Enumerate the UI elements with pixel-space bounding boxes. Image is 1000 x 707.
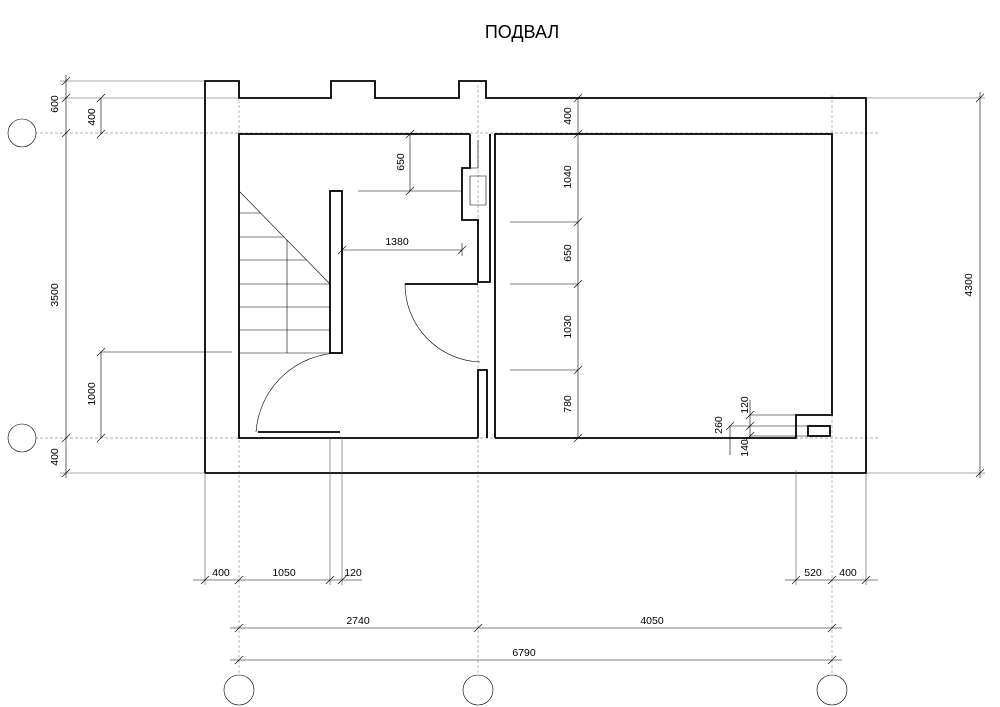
dim-total-2740: 2740 [346,615,370,627]
stair-wall [329,190,343,354]
door-middle [404,283,481,363]
dim-bottom-1050: 1050 [272,567,296,579]
left-room-wall [238,133,478,439]
dim-total-6790: 6790 [512,647,536,659]
right-room-wall [494,133,833,439]
dimension-ticks [61,76,985,665]
axis-bubble-bottom-3 [816,674,848,706]
axis-lines [20,85,880,690]
dim-small-120: 120 [739,396,751,414]
partition-upper [461,134,491,283]
axis-bubble-bottom-1 [223,674,255,706]
plan-title: ПОДВАЛ [485,22,559,42]
dim-left-3500: 3500 [49,283,61,307]
dim-mid-400: 400 [562,107,574,125]
dimension-labels: 600 400 3500 1000 400 4300 650 1380 400 … [49,95,975,659]
dim-bottom-120: 120 [344,567,362,579]
bottom-dimension-chains [193,438,878,661]
axis-bubble-top-left [7,118,37,148]
partition-niche [470,140,479,169]
dim-mid-780: 780 [562,395,574,413]
axis-bubble-bottom-left [7,423,37,453]
dim-left-600: 600 [49,95,61,113]
dim-bottom-400-left: 400 [212,567,230,579]
door-left [255,352,341,433]
interior-guides [101,97,810,455]
dim-left-1000: 1000 [86,382,98,406]
stairs [238,190,331,354]
dim-inner-1380: 1380 [385,236,409,248]
dim-small-260: 260 [713,416,725,434]
partition-niche-2 [469,175,487,206]
right-dimension [866,92,985,478]
axis-bubble-bottom-2 [462,674,494,706]
left-dimension-chain [60,75,239,478]
vent-box [807,425,831,437]
partition-lower [477,369,488,438]
dim-right-4300: 4300 [963,273,975,297]
dim-bottom-520: 520 [804,567,822,579]
dim-left-400-top: 400 [86,108,98,126]
dim-mid-1040: 1040 [562,165,574,189]
dim-total-4050: 4050 [640,615,664,627]
dim-bottom-400-right: 400 [839,567,857,579]
axis-bubbles [7,118,848,706]
dim-mid-1030: 1030 [562,315,574,339]
outer-wall [204,80,867,474]
dim-inner-650-top: 650 [395,153,407,171]
dim-mid-650: 650 [562,244,574,262]
dim-small-140: 140 [739,439,751,457]
dim-left-400-bottom: 400 [49,448,61,466]
